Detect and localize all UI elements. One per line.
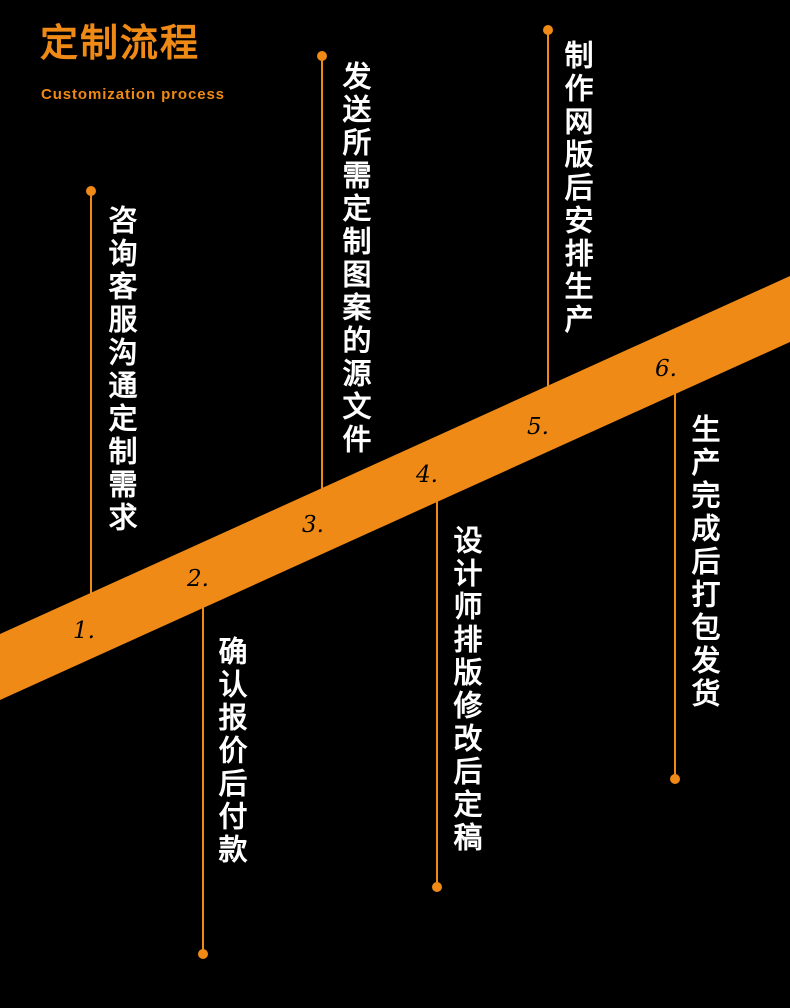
step-6-connector-line: [674, 392, 676, 780]
step-4-text: 设计师排版修改后定稿: [449, 525, 483, 855]
step-1-connector-line: [90, 191, 92, 595]
step-5-number: 5.: [527, 414, 549, 440]
step-3-text: 发送所需定制图案的源文件: [338, 61, 372, 457]
step-5-dot: [543, 25, 553, 35]
step-3-connector-line: [321, 56, 323, 496]
step-5-connector-line: [547, 30, 549, 388]
step-6-text: 生产完成后打包发货: [687, 414, 721, 711]
step-4-connector-line: [436, 500, 438, 888]
step-6-dot: [670, 774, 680, 784]
step-4-dot: [432, 882, 442, 892]
step-1-text: 咨询客服沟通定制需求: [104, 205, 138, 535]
step-6-number: 6.: [655, 356, 677, 382]
step-1-dot: [86, 186, 96, 196]
page-subtitle: Customization process: [41, 86, 225, 103]
step-3-number: 3.: [302, 512, 324, 538]
step-2-connector-line: [202, 560, 204, 954]
page-title: 定制流程: [40, 21, 201, 65]
step-2-dot: [198, 949, 208, 959]
step-2-text: 确认报价后付款: [214, 636, 248, 867]
step-5-text: 制作网版后安排生产: [560, 40, 594, 337]
step-2-number: 2.: [187, 566, 209, 592]
step-3-dot: [317, 51, 327, 61]
step-4-number: 4.: [416, 462, 438, 488]
step-1-number: 1.: [73, 618, 95, 644]
